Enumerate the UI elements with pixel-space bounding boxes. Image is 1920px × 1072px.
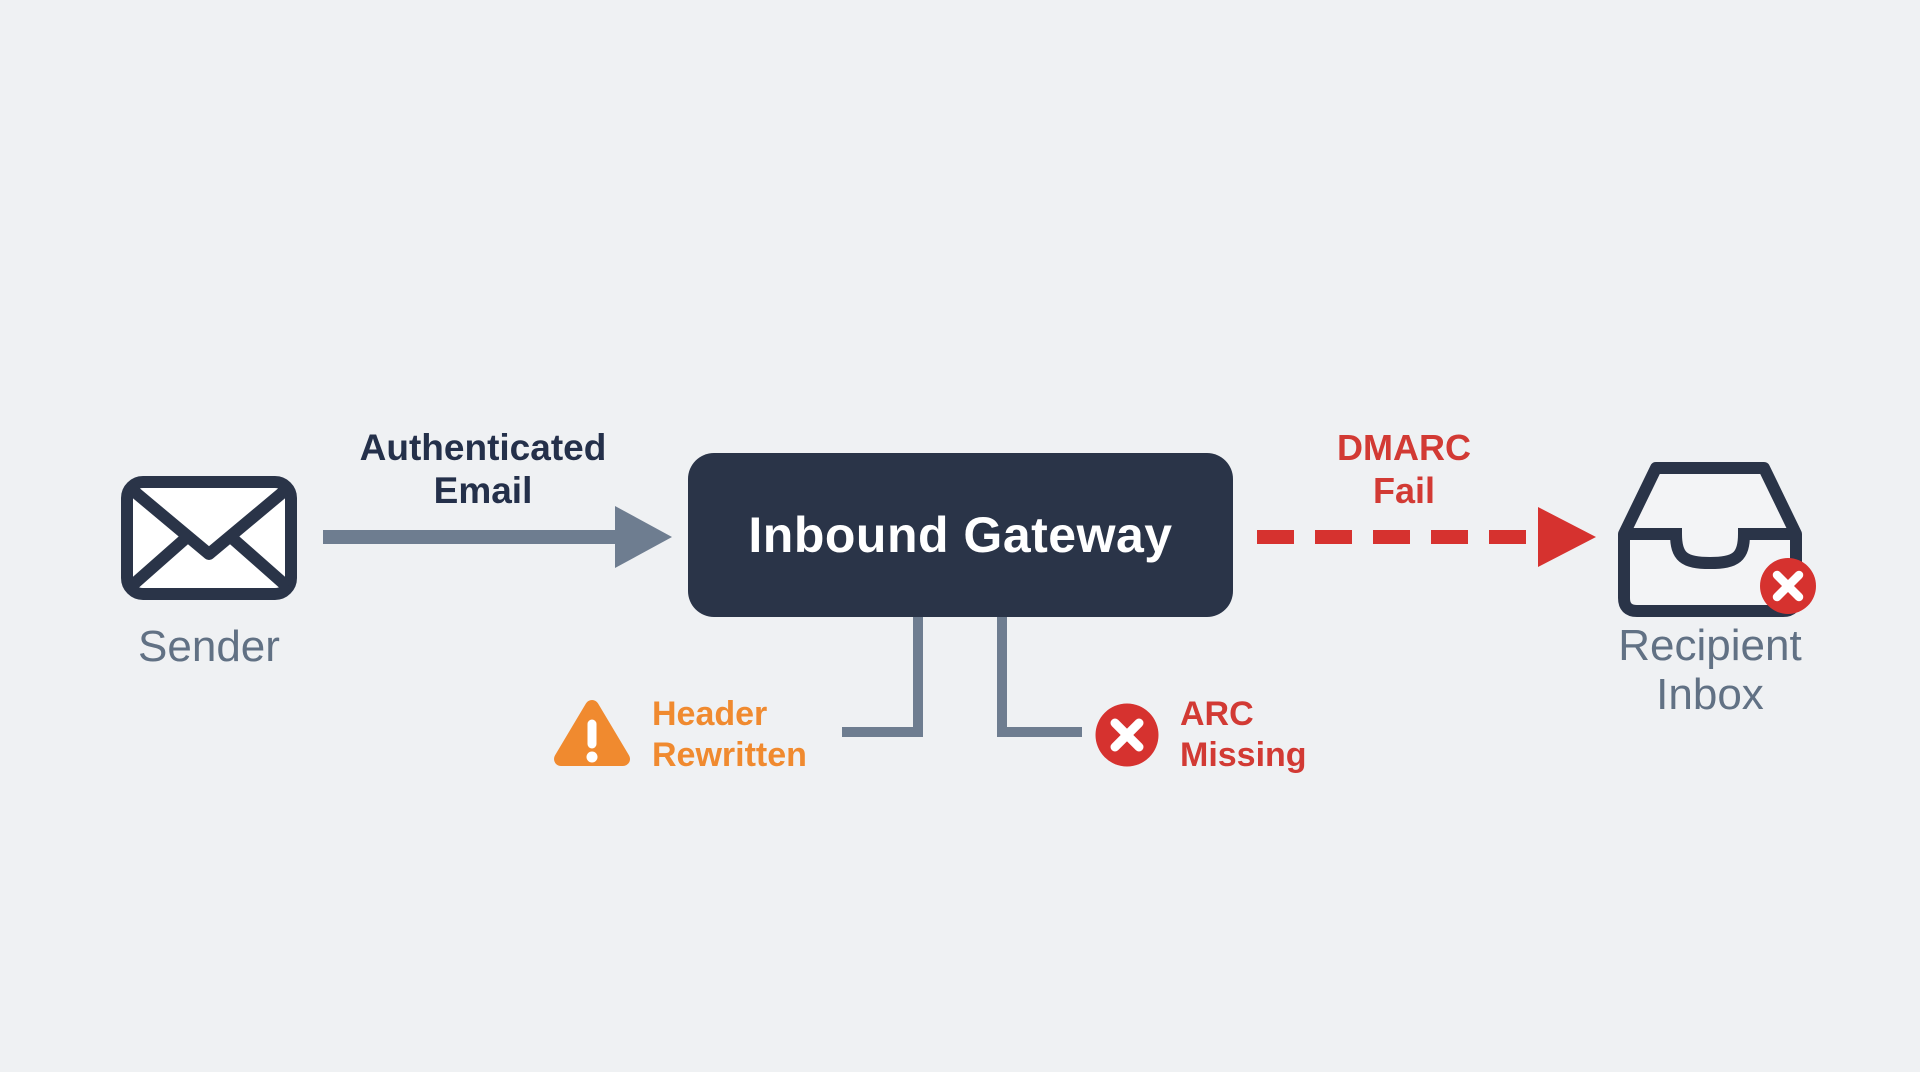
authenticated-email-edge-label: Authenticated Email bbox=[359, 427, 607, 511]
envelope-icon bbox=[121, 476, 297, 600]
inbox-tray-icon bbox=[1618, 462, 1816, 617]
error-x-badge bbox=[1760, 558, 1816, 614]
sender-node-label: Sender bbox=[138, 622, 280, 671]
arc-missing-callout-label: ARC Missing bbox=[1180, 695, 1307, 774]
header-rewritten-callout-label: Header Rewritten bbox=[652, 695, 807, 774]
dmarc-fail-edge-label: DMARC Fail bbox=[1337, 427, 1471, 511]
inbound-gateway-node: Inbound Gateway bbox=[688, 453, 1233, 617]
arrow-sender-to-gateway bbox=[323, 506, 672, 568]
gateway-callout-connectors bbox=[842, 617, 1082, 737]
inbound-gateway-label: Inbound Gateway bbox=[748, 507, 1173, 563]
recipient-node-label: Recipient Inbox bbox=[1618, 621, 1802, 719]
error-x-circle-icon bbox=[1095, 703, 1159, 767]
warning-triangle-icon bbox=[554, 700, 630, 766]
arrow-gateway-to-inbox-dashed bbox=[1257, 507, 1596, 567]
